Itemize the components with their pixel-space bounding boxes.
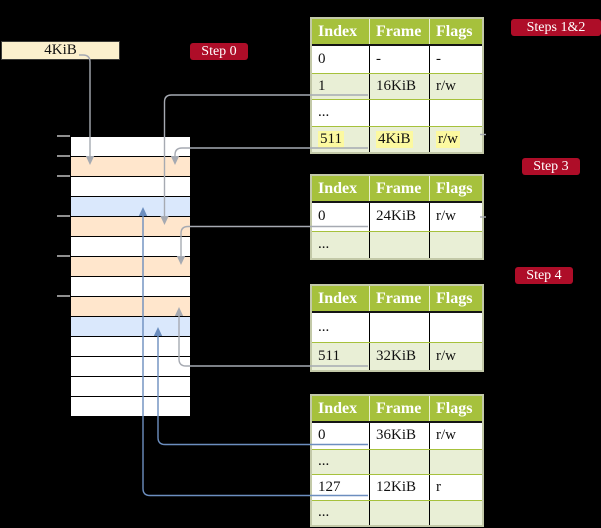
table-cell: 24KiB [369, 203, 429, 231]
badge-steps-1-2: Steps 1&2 [511, 19, 601, 36]
column-header-frame: Frame [369, 396, 429, 421]
memory-frame-cell-white [70, 356, 191, 377]
table-cell: 0 [318, 208, 326, 225]
table-cell [429, 449, 482, 474]
table-cell: 0 [318, 427, 326, 444]
badge-step-4: Step 4 [515, 267, 573, 284]
memory-frame-cell-orange [70, 216, 191, 237]
highlighted-value: r/w [436, 130, 460, 148]
table-cell [429, 231, 482, 258]
table-cell [369, 100, 429, 126]
memory-address-tick [57, 175, 70, 177]
table-cell: ... [318, 236, 330, 253]
table-cell: 511 [318, 347, 340, 364]
table-cell [429, 313, 482, 342]
column-header-frame: Frame [369, 176, 429, 201]
memory-frame-cell-white [70, 396, 191, 417]
table-cell: r/w [429, 342, 482, 370]
table-cell: 16KiB [369, 73, 429, 99]
column-header-index: Index [318, 179, 358, 197]
memory-frame-cell-white [70, 176, 191, 197]
highlighted-value: 511 [318, 130, 344, 148]
memory-frame-cell-orange [70, 296, 191, 317]
memory-frame-cell-white [70, 376, 191, 397]
memory-address-tick [57, 215, 70, 217]
table-cell: - [429, 46, 482, 73]
table-row: ... [312, 313, 482, 342]
column-header-frame: Frame [369, 19, 429, 44]
memory-frame-cell-white [70, 336, 191, 357]
memory-frame-cell-orange [70, 256, 191, 277]
table-cell [369, 500, 429, 525]
memory-address-tick [57, 255, 70, 257]
table-cell: 32KiB [369, 342, 429, 370]
badge-step-0: Step 0 [190, 43, 248, 60]
table-row: ... [312, 99, 482, 126]
table-cell [429, 500, 482, 525]
column-header-flags: Flags [429, 286, 482, 311]
memory-frame-cell-white [70, 276, 191, 297]
memory-frame-cell-blue [70, 316, 191, 337]
memory-frame-cell-orange [70, 156, 191, 177]
table-cell: 12KiB [369, 475, 429, 500]
table-cell: 511 [312, 127, 369, 153]
table-cell: 4KiB [369, 126, 429, 152]
table-row: ... [312, 448, 482, 474]
table-cell: 1 [318, 77, 326, 94]
badge-step-3: Step 3 [522, 158, 580, 175]
memory-address-tick [57, 135, 70, 137]
column-header-index: Index [318, 399, 358, 417]
memory-frame-cell-blue [70, 196, 191, 217]
column-header-flags: Flags [429, 176, 482, 201]
table-cell [369, 449, 429, 474]
table-cell: ... [318, 504, 330, 521]
table-cell: r/w [429, 423, 482, 449]
table-cell: - [369, 46, 429, 73]
frame-size-label: 4KiB [1, 41, 120, 60]
memory-frame-cell-white [70, 136, 191, 157]
table-cell [369, 231, 429, 258]
table-cell: ... [318, 318, 330, 335]
column-header-flags: Flags [429, 396, 482, 421]
column-header-flags: Flags [429, 19, 482, 44]
table-cell [429, 100, 482, 126]
table-cell: r/w [429, 126, 482, 152]
table-row: ... [312, 499, 482, 525]
table-cell: r [429, 475, 482, 500]
table-cell: 127 [318, 478, 341, 495]
table-row: ... [312, 230, 482, 258]
memory-address-tick [57, 295, 70, 297]
column-header-index: Index [318, 22, 358, 40]
column-header-index: Index [318, 289, 358, 307]
table-row: 511 4KiB r/w [312, 125, 482, 153]
column-header-frame: Frame [369, 286, 429, 311]
table-cell: ... [318, 104, 330, 121]
table-cell: 36KiB [369, 423, 429, 449]
table-cell [369, 313, 429, 342]
memory-frame-cell-white [70, 236, 191, 257]
highlighted-value: 4KiB [376, 130, 413, 148]
memory-address-tick [57, 155, 70, 157]
table-cell: r/w [429, 73, 482, 99]
table-cell: r/w [429, 203, 482, 231]
table-row: 0 -- [312, 46, 482, 73]
table-cell: 0 [318, 50, 326, 67]
table-cell: ... [318, 453, 330, 470]
